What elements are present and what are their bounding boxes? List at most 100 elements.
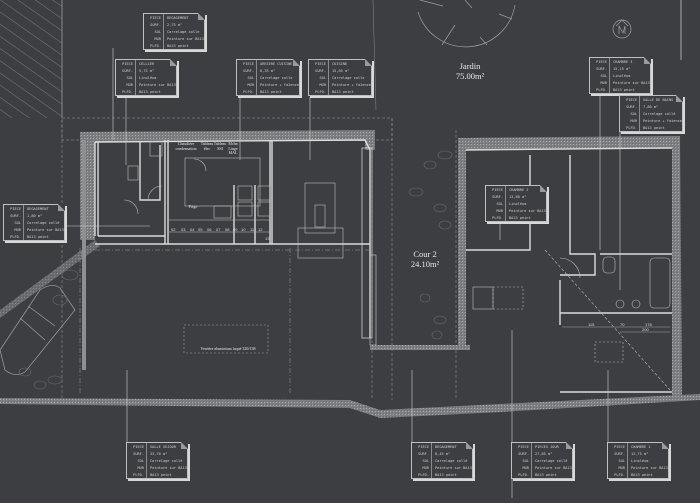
- tag-key: PLFD.: [309, 88, 329, 95]
- tag-value: Peinture sur BA13: [139, 82, 176, 87]
- tag-value: CHAMBRE 3: [613, 59, 633, 64]
- tree-icon: [417, 0, 516, 48]
- tag-value: 5,75 m²: [139, 68, 155, 73]
- tag-key: PIECE: [590, 58, 610, 65]
- svg-text:200: 200: [642, 327, 649, 332]
- tag-value: 7,80 m²: [643, 104, 659, 109]
- fold-corner: [661, 442, 669, 449]
- tag-value: BA13 peint: [613, 87, 635, 92]
- tag-key: SURF.: [512, 450, 532, 457]
- svg-text:08: 08: [225, 227, 230, 232]
- tag-value: Peinture + faïence: [643, 118, 682, 123]
- tag-value: 8,35 m²: [260, 68, 276, 73]
- tag-value: BA13 peint: [332, 89, 354, 94]
- tag-key: PLFD.: [608, 471, 628, 478]
- tag-value: Linoléum: [509, 201, 527, 206]
- tag-value: 2,75 m²: [167, 22, 183, 27]
- tag-value: SALLE SEJOUR: [150, 444, 176, 449]
- tag-key: PIECE: [116, 60, 136, 67]
- fold-corner: [364, 59, 372, 66]
- tag-key: MUR: [620, 117, 640, 124]
- tag-value: Carrelage collé: [150, 458, 183, 463]
- tag-key: PLFD.: [144, 42, 164, 49]
- tag-value: BA13 peint: [435, 472, 457, 477]
- tag-value: Peinture sur BA13: [613, 80, 650, 85]
- tag-value: Linoléum: [139, 75, 157, 80]
- tag-key: MUR: [512, 464, 532, 471]
- car-icon: [0, 285, 76, 375]
- svg-text:13: 13: [265, 236, 270, 241]
- tag-value: DEGAGEMENT: [27, 206, 49, 211]
- tag-key: PLFD.: [116, 88, 136, 95]
- veranda-note: Verrière aluminium laqué 320/138: [200, 346, 256, 351]
- label-tableau-ssi: Tableau SSI: [213, 141, 227, 151]
- tag-value: BA13 peint: [150, 472, 172, 477]
- fold-corner: [197, 13, 205, 20]
- tag-key: SURF.: [608, 450, 628, 457]
- tag-key: PIECE: [144, 14, 164, 21]
- tag-value: BA13 peint: [139, 89, 161, 94]
- north-arrow-icon: [612, 19, 632, 39]
- tag-value: Carrelage colle: [332, 75, 365, 80]
- tag-value: Carrelage collé: [643, 111, 676, 116]
- tag-value: CHAMBRE 1: [631, 444, 651, 449]
- hatched-zone: [0, 0, 62, 118]
- tag-key: PIECE: [309, 60, 329, 67]
- tag-key: SOL: [486, 200, 506, 207]
- tag-key: PIECE: [608, 443, 628, 450]
- tag-key: SOL: [116, 74, 136, 81]
- tag-value: Carrelage colle: [167, 29, 200, 34]
- tag-key: SURF.: [412, 450, 432, 457]
- area-label-jardin: Jardin 75.00m²: [440, 61, 500, 82]
- tag-key: MUR: [590, 79, 610, 86]
- tag-value: 15,65 m²: [332, 68, 350, 73]
- tag-value: Peinture sur BA13: [27, 227, 64, 232]
- tag-value: CHAMBRE 2: [509, 187, 529, 192]
- tag-value: CELLIER: [139, 61, 155, 66]
- tag-key: PIECE: [412, 443, 432, 450]
- terrace-wall: [0, 394, 700, 418]
- tag-key: PLFD.: [620, 124, 640, 131]
- tag-key: SURF.: [4, 212, 24, 219]
- label-machine-linge: Mchn Linge MAL: [228, 141, 238, 156]
- tag-key: SOL: [237, 74, 257, 81]
- svg-text:02: 02: [171, 227, 176, 232]
- tag-key: SURF.: [127, 450, 147, 457]
- tag-key: PIECE: [127, 443, 147, 450]
- tag-value: 1,80 m²: [27, 213, 43, 218]
- tag-key: MUR: [412, 464, 432, 471]
- tag-value: DEGAGEMENT: [435, 444, 457, 449]
- tag-key: MUR: [144, 35, 164, 42]
- tag-key: MUR: [309, 81, 329, 88]
- svg-text:12: 12: [258, 227, 263, 232]
- area-label-cour2: Cour 2 24.10m²: [395, 249, 455, 270]
- tag-key: SURF.: [620, 103, 640, 110]
- tag-key: SURF.: [486, 193, 506, 200]
- tag-key: SURF.: [237, 67, 257, 74]
- tag-value: ARRIERE CUISINE: [260, 61, 293, 66]
- tag-key: SURF.: [144, 21, 164, 28]
- tag-key: SOL: [412, 457, 432, 464]
- fold-corner: [292, 59, 300, 66]
- tag-value: Linoléum: [631, 458, 649, 463]
- label-chaudiere: Chaudière condensation: [175, 141, 197, 151]
- svg-text:11: 11: [250, 227, 255, 232]
- tag-key: MUR: [608, 464, 628, 471]
- svg-text:115: 115: [588, 322, 595, 327]
- svg-text:10: 10: [241, 227, 246, 232]
- tag-value: Peinture sur BA13: [631, 465, 668, 470]
